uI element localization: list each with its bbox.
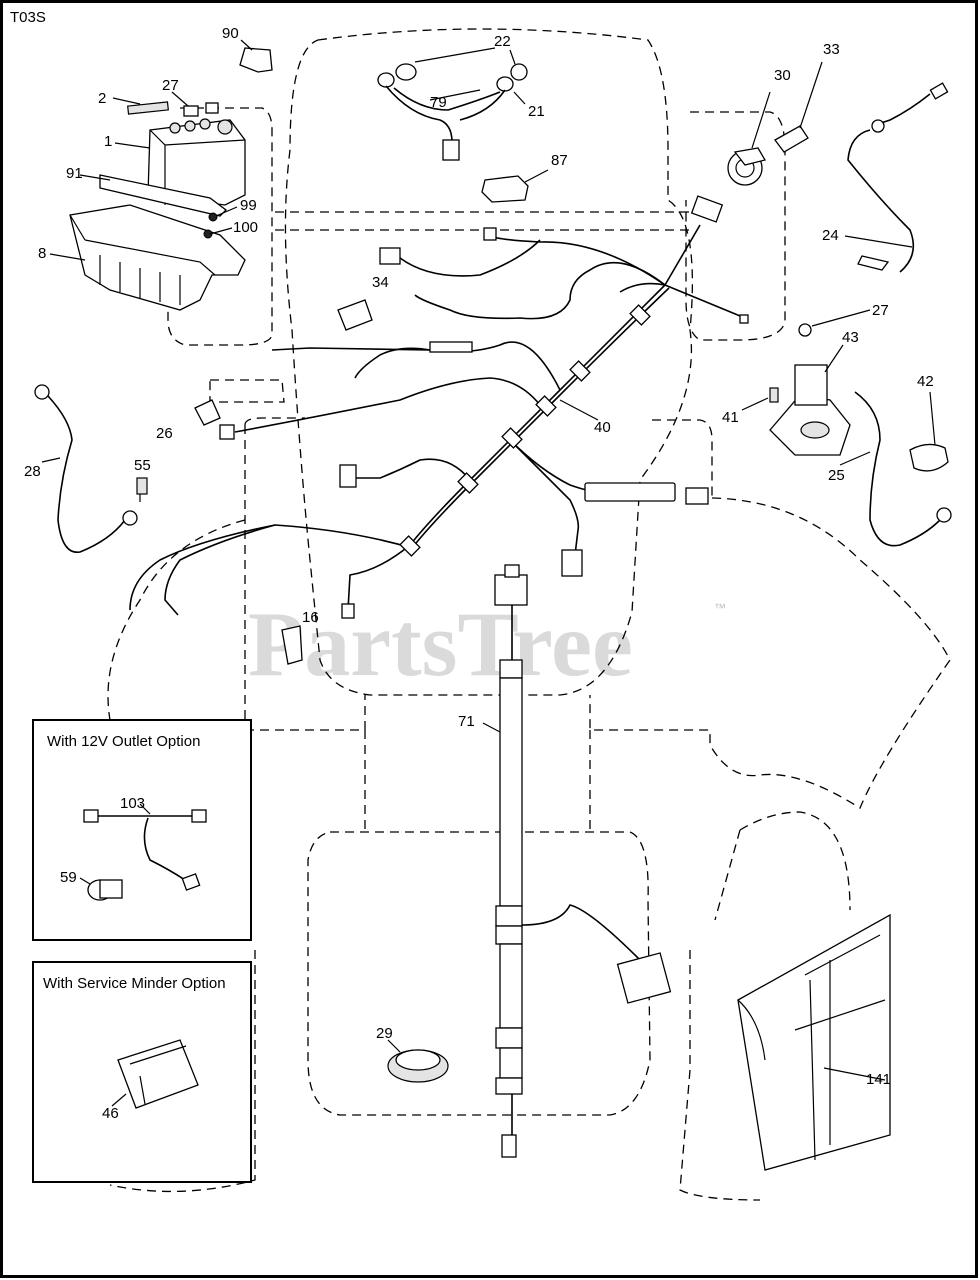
outlet-option-title: With 12V Outlet Option [47, 733, 200, 750]
callout-42: 42 [917, 373, 934, 390]
diagram-code: T03S [10, 9, 46, 26]
callout-91: 91 [66, 165, 83, 182]
callout-30: 30 [774, 67, 791, 84]
outlet-option-box: With 12V Outlet Option [32, 719, 252, 941]
callout-8: 8 [38, 245, 46, 262]
callout-27-right: 27 [872, 302, 889, 319]
callout-87: 87 [551, 152, 568, 169]
minder-option-title: With Service Minder Option [43, 975, 226, 992]
part-28-cable [34, 384, 138, 553]
service-minder-option-box: With Service Minder Option [32, 961, 252, 1183]
callout-1: 1 [104, 133, 112, 150]
part-55-bolt [136, 477, 148, 502]
part-16-clip [281, 625, 303, 665]
watermark-trademark: ™ [714, 601, 726, 615]
part-141-panel [737, 913, 891, 1171]
callout-26: 26 [156, 425, 173, 442]
part-90-bracket [239, 39, 273, 73]
callout-22: 22 [494, 33, 511, 50]
part-27-nut [798, 309, 871, 337]
part-26-connector [194, 399, 235, 440]
part-43-solenoid [769, 344, 851, 456]
headlight-harness [377, 47, 528, 161]
callout-79: 79 [430, 94, 447, 111]
part-29-part [387, 1039, 449, 1083]
callout-labels: 2 27 1 91 99 100 8 90 22 79 21 87 30 33 … [24, 25, 934, 1122]
callout-33: 33 [823, 41, 840, 58]
callout-43: 43 [842, 329, 859, 346]
part-25-cable [839, 391, 952, 547]
watermark: PartsTree [248, 593, 633, 695]
callout-2: 2 [98, 90, 106, 107]
callout-90: 90 [222, 25, 239, 42]
callout-59: 59 [60, 869, 77, 886]
part-87-relay [481, 169, 549, 203]
callout-41: 41 [722, 409, 739, 426]
part-41-screw [741, 387, 779, 411]
part-30-ignition-switch [727, 91, 771, 186]
part-34-switch [337, 299, 373, 331]
part-42-boot [909, 391, 949, 472]
callout-25: 25 [828, 467, 845, 484]
callout-99: 99 [240, 197, 257, 214]
callout-29: 29 [376, 1025, 393, 1042]
main-harness [129, 195, 749, 619]
part-59-outlet [79, 877, 123, 901]
callout-55: 55 [134, 457, 151, 474]
callout-21: 21 [528, 103, 545, 120]
battery-group [49, 91, 246, 311]
callout-40: 40 [594, 419, 611, 436]
tractor-outline [107, 28, 951, 1201]
callout-24: 24 [822, 227, 839, 244]
callout-28: 28 [24, 463, 41, 480]
callout-71: 71 [458, 713, 475, 730]
callout-100: 100 [233, 219, 258, 236]
callout-16: 16 [302, 609, 319, 626]
part-24-cable [844, 82, 949, 273]
callout-34: 34 [372, 274, 389, 291]
part-33-key [774, 61, 823, 153]
callout-103: 103 [120, 795, 145, 812]
callout-46: 46 [102, 1105, 119, 1122]
part-71-harness [482, 564, 672, 1158]
callout-27-left: 27 [162, 77, 179, 94]
callout-141: 141 [866, 1071, 891, 1088]
